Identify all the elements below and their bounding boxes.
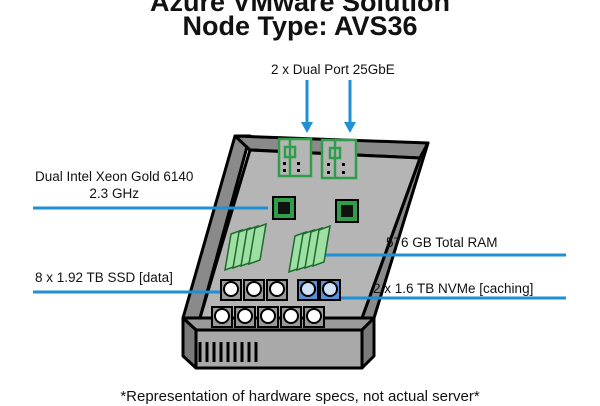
nic-card-icon — [277, 137, 358, 180]
nic-card-pins — [283, 162, 345, 174]
front-vents — [198, 342, 258, 362]
cpu-chip-icon — [272, 196, 359, 223]
cpu-label-line-1: Dual Intel Xeon Gold 6140 — [35, 169, 194, 184]
title-line-2: Node Type: AVS36 — [182, 11, 418, 41]
nvme-drive-icon — [297, 279, 341, 301]
ram-label: 576 GB Total RAM — [386, 235, 498, 250]
ssd-drive-icon — [211, 279, 325, 328]
nvme-label: 2 x 1.6 TB NVMe [caching] — [373, 281, 534, 296]
callout-arrows — [301, 122, 356, 133]
ram-module-icon — [224, 222, 331, 274]
callout-lines — [33, 80, 566, 300]
title-line-1: Azure VMware Solution — [149, 0, 451, 17]
footnote: *Representation of hardware specs, not a… — [120, 388, 480, 405]
ssd-label: 8 x 1.92 TB SSD [data] — [35, 270, 173, 285]
cpu-label: Dual Intel Xeon Gold 6140 2.3 GHz — [35, 168, 193, 202]
nic-label: 2 x Dual Port 25GbE — [271, 62, 395, 77]
cpu-label-line-2: 2.3 GHz — [89, 186, 139, 201]
